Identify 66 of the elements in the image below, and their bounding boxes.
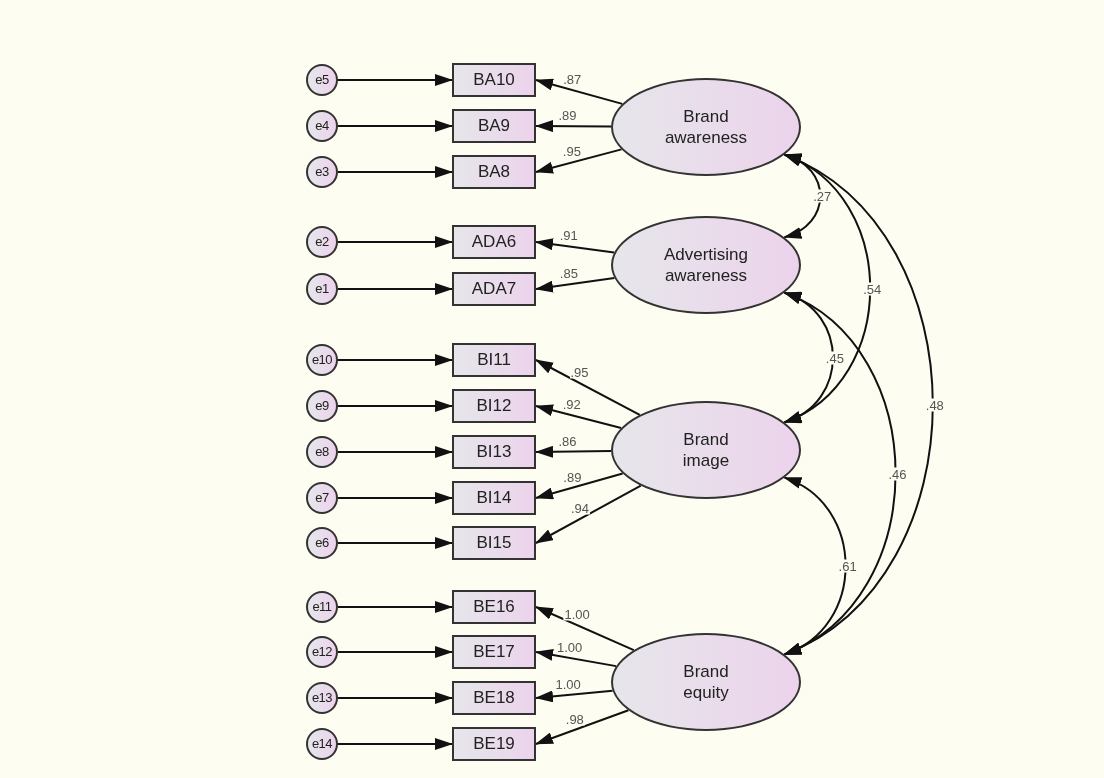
- edge-label: .27: [812, 189, 833, 203]
- edge-label: .89: [557, 108, 578, 122]
- edge-label: .91: [558, 228, 579, 242]
- arrow: [337, 166, 453, 178]
- edge-label: 1.00: [556, 640, 584, 654]
- arrow: [337, 537, 453, 549]
- arrow: [337, 492, 453, 504]
- latent-ellipse: Brand equity: [611, 633, 801, 731]
- edge-label: 1.00: [563, 607, 591, 621]
- arrow: [535, 359, 641, 416]
- latent-ellipse: Brand image: [611, 401, 801, 499]
- edge-label: .94: [570, 501, 591, 515]
- arrow: [535, 689, 614, 703]
- arrow: [337, 120, 453, 132]
- indicator-box: BI11: [452, 343, 536, 377]
- arrow: [535, 78, 624, 105]
- indicator-box: BE19: [452, 727, 536, 761]
- arrow: [535, 404, 623, 429]
- arrow: [535, 120, 612, 133]
- arrow: [337, 354, 453, 366]
- indicator-box: BA10: [452, 63, 536, 97]
- edge-label: 1.00: [554, 677, 582, 691]
- arrow: [337, 283, 453, 295]
- edge-label: .86: [557, 434, 578, 448]
- arrow: [535, 709, 630, 745]
- edge-label: .92: [561, 397, 582, 411]
- edge-label: .89: [562, 470, 583, 484]
- arrow: [337, 646, 453, 658]
- arrow: [337, 446, 453, 458]
- indicator-box: BI12: [452, 389, 536, 423]
- arrow: [783, 476, 847, 656]
- indicator-box: ADA7: [452, 272, 536, 306]
- arrow: [337, 692, 453, 704]
- edge-label: .54: [862, 282, 883, 295]
- edge-label: .95: [569, 365, 590, 379]
- edge-label: .45: [824, 351, 845, 364]
- edge-label: .48: [924, 398, 945, 411]
- arrow: [535, 148, 623, 174]
- edge-label: .87: [562, 72, 583, 86]
- arrow: [783, 153, 822, 239]
- latent-ellipse: Advertising awareness: [611, 216, 801, 314]
- arrow: [535, 472, 624, 500]
- edge-label: .98: [564, 712, 585, 726]
- arrow: [337, 738, 453, 750]
- arrow: [535, 484, 642, 544]
- indicator-box: BA9: [452, 109, 536, 143]
- edge-label: .95: [561, 145, 582, 158]
- arrow: [535, 445, 612, 458]
- arrow: [783, 291, 834, 424]
- indicator-box: BE17: [452, 635, 536, 669]
- arrow: [337, 236, 453, 248]
- arrow: [337, 74, 453, 86]
- indicator-box: BE16: [452, 590, 536, 624]
- edge-label: .85: [558, 266, 579, 280]
- indicator-box: BI13: [452, 435, 536, 469]
- arrow: [535, 606, 635, 652]
- edge-label: .61: [837, 559, 858, 573]
- indicator-box: BI15: [452, 526, 536, 560]
- edge-label: .46: [887, 467, 908, 480]
- arrow: [337, 601, 453, 613]
- indicator-box: ADA6: [452, 225, 536, 259]
- arrow: [337, 400, 453, 412]
- indicator-box: BI14: [452, 481, 536, 515]
- indicator-box: BE18: [452, 681, 536, 715]
- latent-ellipse: Brand awareness: [611, 78, 801, 176]
- indicator-box: BA8: [452, 155, 536, 189]
